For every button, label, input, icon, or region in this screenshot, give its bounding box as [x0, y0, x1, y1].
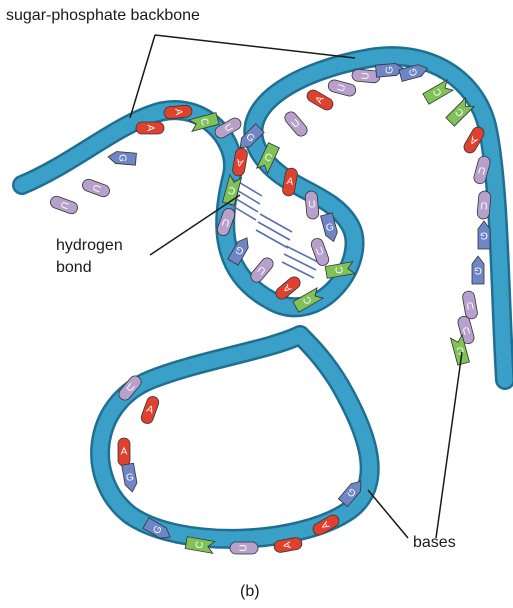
- bases-leader-lower: [368, 490, 408, 538]
- base-u: U: [462, 290, 479, 320]
- base-a: A: [164, 105, 193, 119]
- base-letter: U: [480, 199, 488, 211]
- hydrogen-bond-line: [256, 230, 288, 248]
- hydrogen-bond-line: [282, 262, 314, 278]
- base-u: U: [477, 191, 491, 220]
- base-u: U: [327, 79, 357, 98]
- bases-leader-upper: [436, 352, 462, 538]
- base-g: G: [108, 151, 137, 165]
- base-letter: U: [308, 199, 316, 211]
- base-letter: G: [480, 230, 488, 241]
- base-letter: U: [360, 72, 372, 80]
- base-a: A: [118, 438, 130, 466]
- base-u: U: [248, 255, 275, 284]
- hydrogen-bond-line: [284, 254, 316, 270]
- hydrogen-bond-line: [258, 222, 290, 240]
- backbone-ribbon: [22, 56, 505, 380]
- figure-caption: (b): [240, 582, 260, 602]
- base-u: U: [310, 237, 331, 267]
- base-u: U: [230, 542, 258, 554]
- base-letter: A: [145, 125, 156, 132]
- base-g: G: [472, 256, 484, 284]
- backbone-leader-right: [155, 35, 355, 58]
- backbone-loop-ribbon: [100, 335, 370, 539]
- base-u: U: [282, 109, 309, 138]
- hydrogen-bond-label-line2: bond: [56, 258, 92, 278]
- hydrogen-bond-line: [260, 214, 292, 232]
- base-g: G: [122, 463, 139, 493]
- base-a: A: [140, 395, 161, 425]
- base-letter: A: [121, 447, 128, 458]
- backbone-label: sugar-phosphate backbone: [6, 6, 200, 26]
- base-letter: G: [384, 65, 396, 74]
- sugar-phosphate-backbone: [22, 56, 505, 539]
- base-u: U: [49, 195, 79, 216]
- base-a: A: [136, 122, 164, 134]
- bases-label: bases: [413, 533, 456, 553]
- base-u: U: [81, 178, 111, 199]
- hydrogen-bond-label-line1: hydrogen: [56, 236, 123, 256]
- base-u: U: [305, 191, 319, 220]
- base-a: A: [305, 88, 335, 112]
- base-letter: U: [239, 544, 250, 551]
- base-letter: G: [474, 265, 482, 276]
- base-letter: A: [172, 108, 184, 116]
- base-letter: G: [116, 154, 128, 163]
